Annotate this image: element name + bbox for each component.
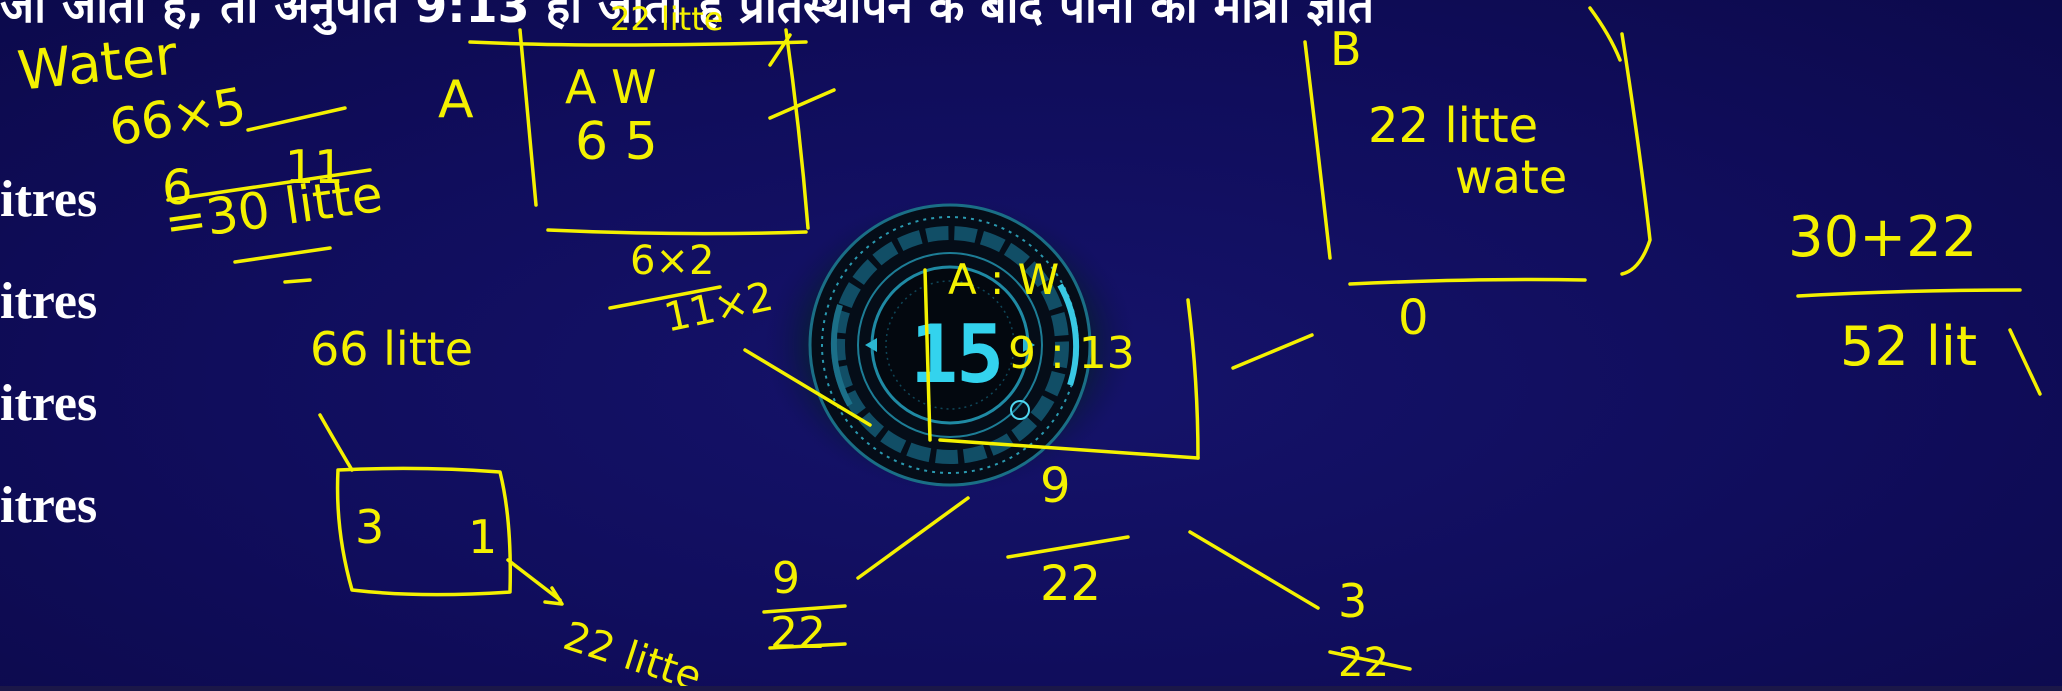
ink-box-1: 1 xyxy=(468,510,497,564)
ink-box-3: 3 xyxy=(355,500,384,554)
ink-b-water: wate xyxy=(1455,150,1567,204)
ink-sum-30-plus-22: 30+22 xyxy=(1788,205,1977,270)
ink-ratio-head: A W xyxy=(565,60,657,114)
ink-frac-9: 9 xyxy=(772,553,800,604)
ink-zero: 0 xyxy=(1398,290,1429,346)
ink-frac-22b: 22 xyxy=(1338,640,1389,686)
ink-center-9-13: 9 : 13 xyxy=(1008,328,1135,379)
ink-frac-3: 3 xyxy=(1338,574,1367,628)
ink-nine: 9 xyxy=(1040,458,1071,514)
ink-frac-22: 22 xyxy=(770,608,826,659)
ink-b-label: B xyxy=(1330,22,1362,76)
ink-frac-6x2: 6×2 xyxy=(630,238,714,284)
ink-center-a-w: A : W xyxy=(948,255,1059,304)
bottom-edge xyxy=(0,686,2062,691)
ink-a-label: A xyxy=(438,70,474,130)
ink-sum-52-litte: 52 lit xyxy=(1840,315,1977,378)
ink-twenty-two: 22 xyxy=(1040,556,1101,612)
ink-b-22-litte: 22 litte xyxy=(1368,98,1538,154)
ink-top-22-litte: 22 litte xyxy=(610,0,723,38)
ink-ratio-vals: 6 5 xyxy=(575,112,658,172)
ink-66-litte: 66 litte xyxy=(310,322,473,376)
